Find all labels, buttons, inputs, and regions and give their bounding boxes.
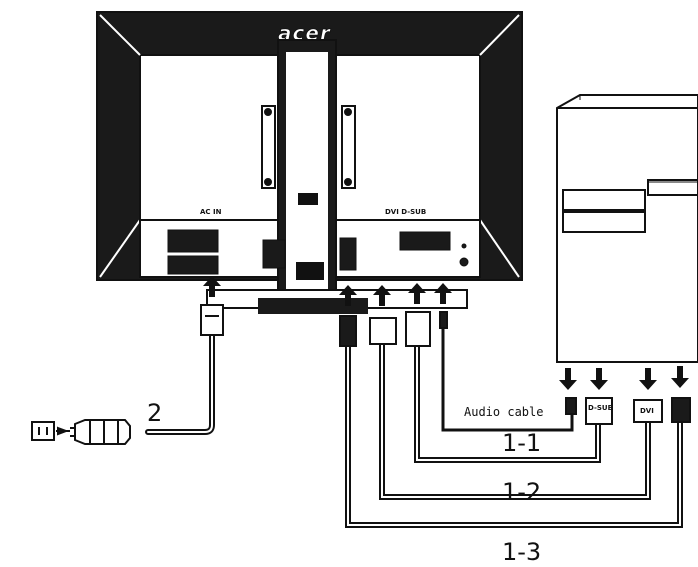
hdmi-connector-pc [671,397,691,423]
monitor-stand [206,39,468,314]
monitor-rear-ports: AC IN DVI D-SUB [167,208,469,275]
audio-jack-pc [565,397,577,415]
arrow-down-vga [590,368,608,390]
vga-connector-monitor [405,311,431,347]
arrow-up-audio [434,283,452,304]
power-plug [56,419,131,445]
arrow-up-power [203,276,221,297]
svg-text:AC IN: AC IN [200,208,222,216]
vesa-mount [261,105,356,189]
pc-tower [556,94,698,363]
arrow-up-hdmi [339,285,357,306]
label-audio-cable: Audio cable [464,405,543,419]
vga-connector-pc [585,397,613,425]
label-vga-cable: 1-1 [502,429,541,457]
connectors [200,304,691,425]
pc-dvi-port-label: DVI [640,407,654,415]
arrow-down-audio [559,368,577,390]
label-hdmi-cable: 1-3 [502,538,541,566]
svg-text:DVI D-SUB: DVI D-SUB [385,208,426,216]
hdmi-connector-monitor [339,315,357,347]
audio-jack-monitor [439,311,448,329]
audio-cable [441,323,574,432]
label-power-cable: 2 [147,399,162,427]
arrows [203,276,689,390]
arrow-up-dvi [373,285,391,306]
arrow-up-vga [408,283,426,304]
label-dvi-cable: 1-2 [502,478,541,506]
arrow-down-hdmi [671,366,689,388]
dvi-connector-monitor [369,317,397,345]
dvi-connector-pc [633,399,663,423]
power-connector [200,304,224,336]
pc-vga-port-label: D-SUB [588,404,613,412]
wall-outlet [31,421,55,441]
arrow-down-dvi [639,368,657,390]
